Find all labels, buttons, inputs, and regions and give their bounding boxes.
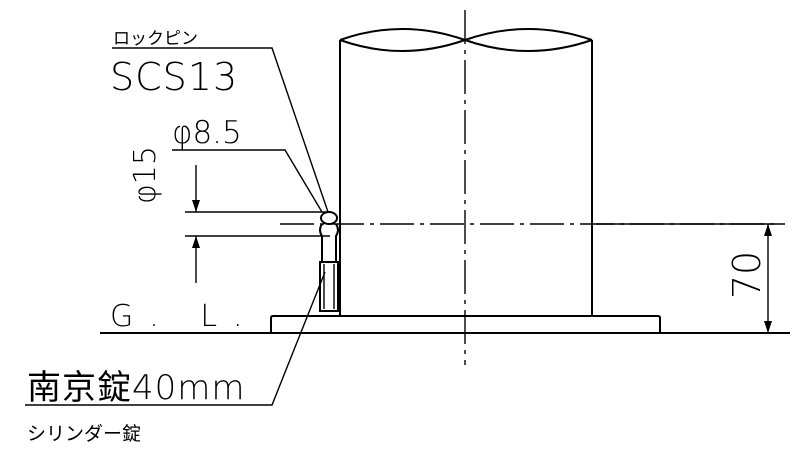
padlock-label: 南京錠40mm bbox=[27, 368, 246, 408]
leader-lines bbox=[25, 47, 329, 406]
height-dimension-label: 70 bbox=[725, 251, 769, 299]
hole-diameter: φ15 bbox=[128, 146, 163, 204]
hole-dimension bbox=[185, 165, 330, 283]
ground-level-label: G. L. bbox=[110, 299, 259, 334]
bollard-post bbox=[339, 28, 593, 316]
lock-pin bbox=[319, 211, 339, 262]
pin-diameter: φ8.5 bbox=[172, 115, 242, 151]
lock-pin-material: SCS13 bbox=[110, 55, 238, 99]
height-dimension bbox=[596, 223, 780, 333]
padlock bbox=[319, 261, 339, 312]
lock-pin-label: ロックピン bbox=[113, 29, 198, 49]
cylinder-lock-label: シリンダー錠 bbox=[27, 423, 141, 445]
